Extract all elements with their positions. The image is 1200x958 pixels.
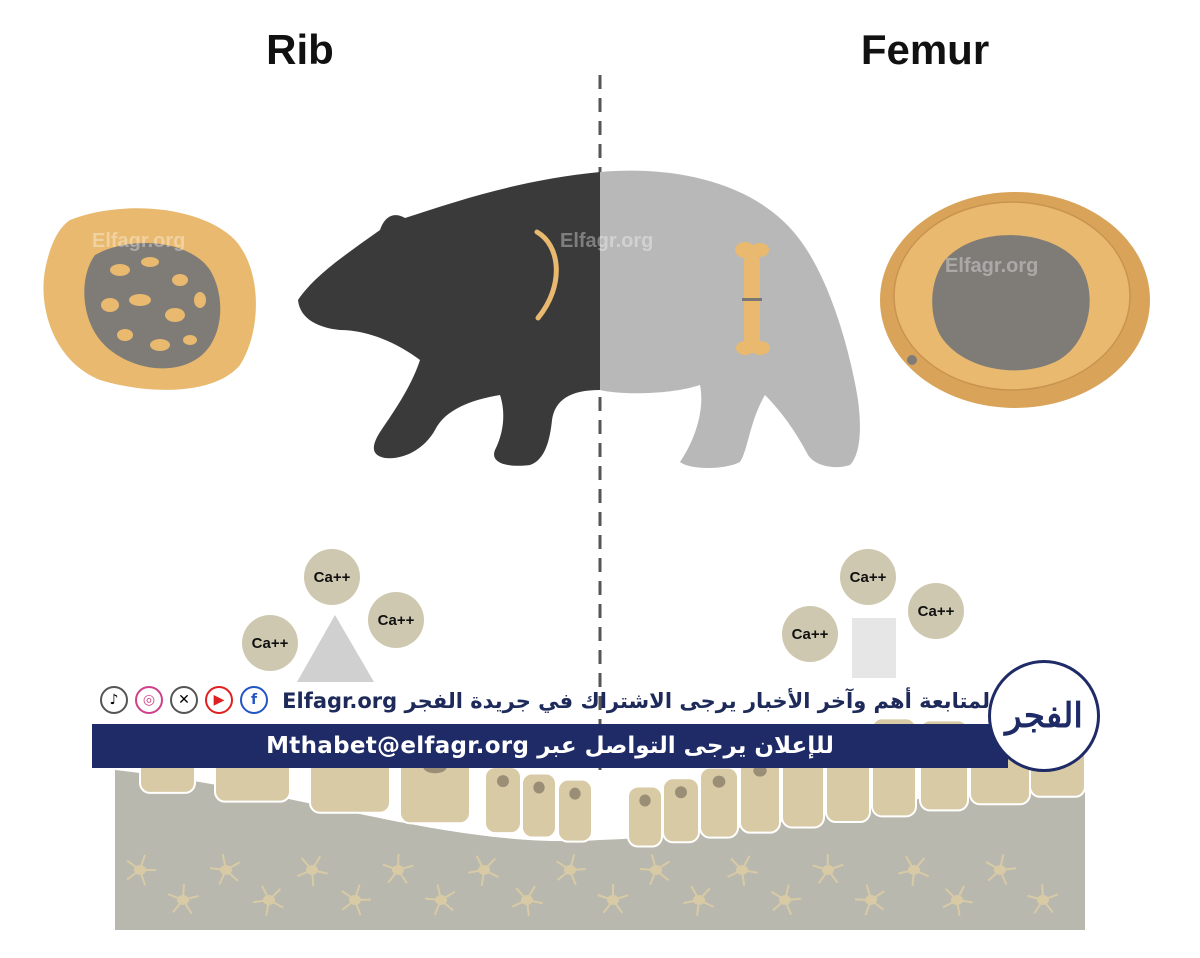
femur-heading: Femur — [861, 26, 989, 73]
calcium-ion: Ca++ — [908, 583, 964, 639]
osteocyte — [556, 854, 587, 886]
osteocyte — [639, 854, 671, 886]
osteocytes — [126, 853, 1059, 917]
osteocyte — [209, 854, 241, 885]
cell-nucleus — [497, 775, 509, 788]
osteocyte — [424, 884, 456, 916]
calcium-ion: Ca++ — [840, 549, 896, 605]
osteocyte — [812, 853, 844, 884]
svg-text:Ca++: Ca++ — [378, 612, 415, 629]
instagram-icon[interactable]: ◎ — [135, 686, 163, 714]
osteocyte — [985, 854, 1017, 886]
cell-nucleus — [569, 787, 581, 800]
osteocyte — [1027, 883, 1059, 914]
rib-heading: Rib — [266, 26, 334, 73]
elfagr-logo[interactable]: الفجر — [988, 660, 1100, 772]
promo-ads-bar[interactable]: للإعلان يرجى التواصل عبر Mthabet@elfagr.… — [92, 724, 1008, 768]
calcium-ion: Ca++ — [368, 592, 424, 648]
facebook-icon[interactable]: f — [240, 686, 268, 714]
osteocyte — [512, 885, 543, 917]
rib-cross-section: Elfagr.org — [43, 208, 256, 390]
watermark-text: Elfagr.org — [945, 255, 1038, 277]
osteocyte — [296, 855, 328, 887]
promo-subscribe-line: لمتابعة أهم وآخر الأخبار يرجى الاشتراك ف… — [90, 680, 990, 722]
promo-ads-text: للإعلان يرجى التواصل عبر Mthabet@elfagr.… — [266, 733, 834, 759]
cell-nucleus — [712, 775, 726, 788]
femur-cross-section: Elfagr.org — [880, 192, 1150, 408]
svg-text:Ca++: Ca++ — [252, 635, 289, 652]
osteocyte — [126, 854, 156, 886]
social-icons: ♪ ◎ ✕ ▶ f — [100, 686, 268, 714]
cell-nucleus — [639, 794, 651, 807]
osteocyte — [770, 884, 802, 916]
svg-text:Ca++: Ca++ — [850, 569, 887, 586]
tiktok-icon[interactable]: ♪ — [100, 686, 128, 714]
promo-subscribe-text: لمتابعة أهم وآخر الأخبار يرجى الاشتراك ف… — [282, 689, 990, 713]
osteocyte — [382, 853, 414, 884]
x-icon[interactable]: ✕ — [170, 686, 198, 714]
osteocyte — [854, 884, 885, 916]
watermark-text: Elfagr.org — [560, 230, 653, 252]
svg-text:Ca++: Ca++ — [918, 603, 955, 620]
osteocyte — [468, 855, 499, 886]
osteocyte — [597, 883, 629, 914]
osteocyte — [942, 885, 973, 916]
up-arrow-left — [297, 615, 374, 682]
calcium-ion: Ca++ — [304, 549, 360, 605]
rib-bone-shape — [534, 229, 559, 321]
youtube-icon[interactable]: ▶ — [205, 686, 233, 714]
svg-text:Ca++: Ca++ — [314, 569, 351, 586]
osteocyte — [167, 883, 199, 915]
osteocyte — [341, 884, 372, 916]
femur-bone-shape — [735, 242, 770, 355]
calcium-ion: Ca++ — [782, 606, 838, 662]
lining-cell — [557, 778, 593, 843]
osteocyte — [727, 855, 758, 886]
osteocyte — [898, 855, 930, 887]
lining-cell — [521, 772, 557, 839]
down-arrow-right-shaft — [852, 618, 896, 678]
osteocyte — [253, 885, 284, 916]
calcium-ion: Ca++ — [242, 615, 298, 671]
watermark-text: Elfagr.org — [92, 230, 185, 252]
cell-nucleus — [675, 786, 687, 799]
bear-silhouette: Elfagr.org — [298, 170, 860, 469]
cell-nucleus — [533, 781, 545, 794]
svg-text:Ca++: Ca++ — [792, 626, 829, 643]
osteocyte — [683, 885, 714, 917]
logo-text: الفجر — [1005, 696, 1083, 736]
